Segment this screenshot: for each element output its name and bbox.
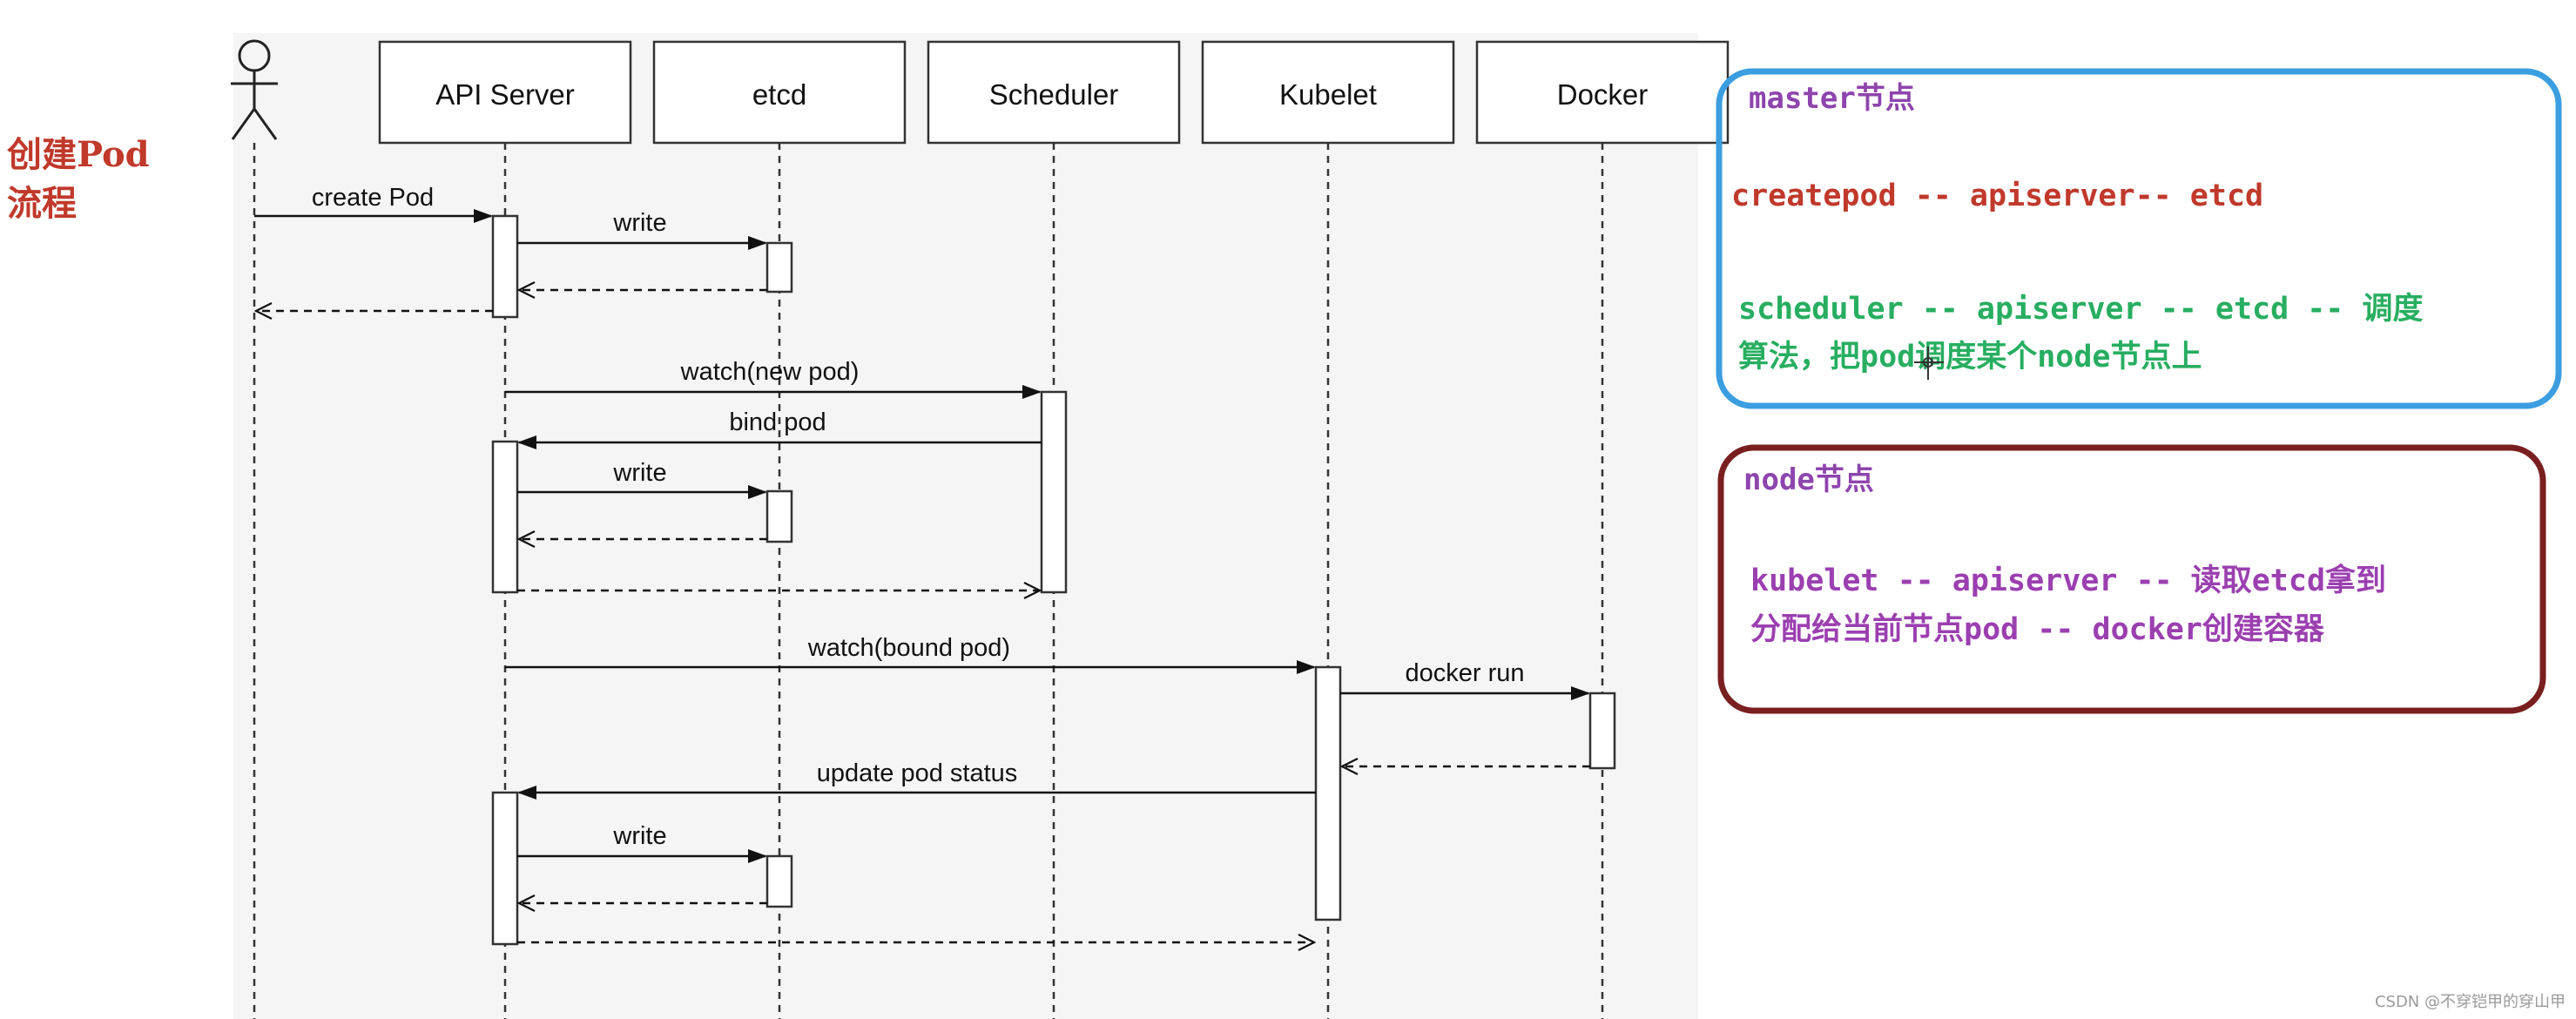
diagram-background: [233, 33, 1698, 1019]
activation-api-3: [491, 791, 519, 946]
activation-scheduler-1: [1040, 390, 1068, 594]
activation-bars: [491, 214, 1616, 946]
activation-docker-1: [1588, 692, 1616, 770]
watermark: CSDN @不穿铠甲的穿山甲: [2374, 993, 2566, 1011]
master-node-line1: createpod -- apiserver-- etcd: [1731, 179, 2263, 213]
participant-scheduler-label: Scheduler: [989, 78, 1119, 111]
worker-node-title: node节点: [1743, 462, 1874, 497]
participant-api: API Server: [378, 40, 632, 145]
message-label-docker-run: docker run: [1405, 659, 1524, 687]
worker-node-line1a: kubelet -- apiserver -- 读取etcd拿到: [1750, 563, 2386, 598]
master-node-box: master节点 createpod -- apiserver-- etcd s…: [1716, 68, 2562, 409]
mouse-cursor-icon: [1914, 347, 1944, 380]
activation-api-2: [491, 440, 519, 594]
message-label-bind-pod: bind pod: [729, 408, 826, 436]
activation-etcd-1: [765, 241, 793, 294]
activation-kubelet-1: [1314, 665, 1342, 921]
side-title-line2: 流程: [7, 183, 77, 224]
messages: [254, 209, 1590, 942]
participant-etcd: etcd: [652, 40, 907, 145]
message-label-write-3: write: [612, 822, 666, 850]
participant-api-label: API Server: [435, 78, 575, 111]
participant-docker: Docker: [1475, 40, 1730, 145]
worker-node-box-border: [1717, 444, 2546, 714]
master-node-box-border: [1716, 68, 2562, 409]
message-label-watch-new-pod: watch(new pod): [680, 358, 860, 386]
activation-etcd-2: [765, 489, 793, 543]
participant-scheduler: Scheduler: [927, 40, 1181, 145]
worker-node-line1b: 分配给当前节点pod -- docker创建容器: [1750, 612, 2325, 647]
message-label-write-1: write: [612, 209, 666, 237]
message-label-watch-bound-pod: watch(bound pod): [807, 634, 1010, 662]
message-label-update-pod-status: update pod status: [817, 759, 1018, 787]
activation-etcd-3: [765, 854, 793, 908]
participant-docker-label: Docker: [1557, 78, 1649, 111]
participant-kubelet-label: Kubelet: [1279, 78, 1377, 111]
actor-stick-figure-icon: [231, 39, 278, 140]
message-labels: create Pod write watch(new pod) bind pod…: [312, 184, 1525, 850]
participant-etcd-label: etcd: [752, 78, 806, 111]
worker-node-box: node节点 kubelet -- apiserver -- 读取etcd拿到 …: [1717, 444, 2546, 714]
message-label-write-2: write: [612, 459, 666, 487]
side-title: 创建Pod 流程: [7, 131, 150, 228]
activation-api-1: [491, 214, 519, 319]
master-node-line2b: 算法，把pod调度某个node节点上: [1738, 340, 2202, 375]
master-node-title: master节点: [1749, 81, 1915, 116]
participant-kubelet: Kubelet: [1201, 40, 1455, 145]
master-node-line2a: scheduler -- apiserver -- etcd -- 调度: [1738, 292, 2423, 327]
message-label-create-pod: create Pod: [312, 184, 434, 212]
side-title-line1: 创建Pod: [7, 134, 150, 175]
